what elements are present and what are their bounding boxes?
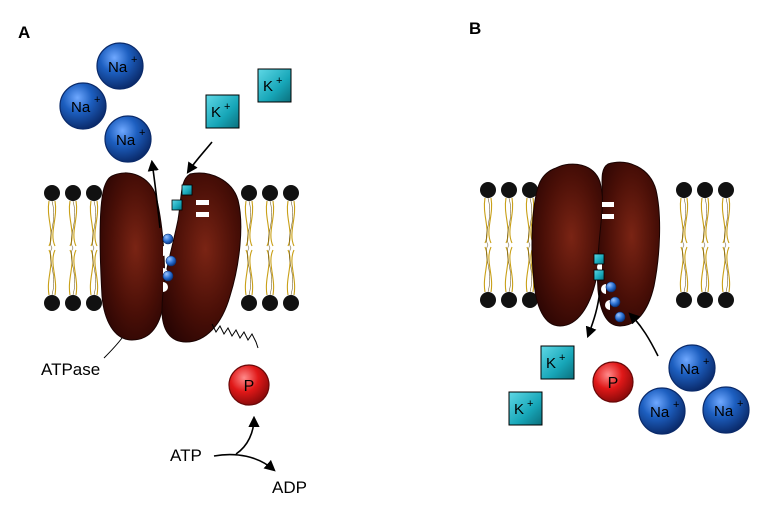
membrane-left-a xyxy=(44,185,102,311)
svg-text:+: + xyxy=(737,398,743,410)
bound-sodium-icon xyxy=(162,270,174,282)
atp-label: ATP xyxy=(170,446,202,465)
phosphate-icon: P xyxy=(592,361,634,403)
channel-ions-b xyxy=(593,253,626,323)
sodium-ion-icon: Na + xyxy=(638,387,686,435)
potassium-ion-icon: K + xyxy=(257,68,292,103)
potassium-entry-arrow xyxy=(186,141,213,174)
atpase-label: ATPase xyxy=(41,360,100,379)
svg-text:+: + xyxy=(559,352,565,364)
svg-text:+: + xyxy=(276,75,282,87)
phospholipid-icon xyxy=(283,185,299,311)
svg-text:Na: Na xyxy=(680,361,700,378)
svg-text:P: P xyxy=(244,378,255,395)
panel-b-label: B xyxy=(469,19,481,38)
membrane-left-b xyxy=(480,182,538,308)
phospholipid-icon xyxy=(86,185,102,311)
svg-text:P: P xyxy=(608,375,619,392)
svg-text:+: + xyxy=(703,356,709,368)
potassium-ion-icon: K + xyxy=(508,391,543,426)
phospholipid-icon xyxy=(718,182,734,308)
potassium-release-arrow xyxy=(585,289,601,339)
sodium-exit-arrow xyxy=(147,159,161,229)
svg-text:+: + xyxy=(224,101,230,113)
svg-text:Na: Na xyxy=(650,404,670,421)
svg-text:K: K xyxy=(514,401,524,418)
bound-sodium-icon xyxy=(609,296,621,308)
svg-text:K: K xyxy=(546,355,556,372)
svg-text:+: + xyxy=(131,54,137,66)
svg-text:Na: Na xyxy=(116,132,136,149)
channel-ions-a xyxy=(162,184,193,282)
sodium-ion-icon: Na + xyxy=(104,115,152,163)
svg-text:Na: Na xyxy=(714,403,734,420)
sodium-binding-arrow xyxy=(628,312,659,357)
atp-to-phosphate-arrow xyxy=(235,415,260,455)
phospholipid-icon xyxy=(241,185,257,311)
sodium-ion-icon: Na + xyxy=(96,42,144,90)
phospholipid-icon xyxy=(480,182,496,308)
bound-sodium-icon xyxy=(162,233,174,245)
svg-text:Na: Na xyxy=(71,99,91,116)
phospholipid-icon xyxy=(697,182,713,308)
phospholipid-icon xyxy=(676,182,692,308)
phospholipid-icon xyxy=(501,182,517,308)
phospholipid-icon xyxy=(522,182,538,308)
potassium-ion-icon: K + xyxy=(540,345,575,380)
atpase-pointer-line xyxy=(103,337,123,359)
bound-potassium-icon xyxy=(593,253,605,265)
bound-potassium-icon xyxy=(181,184,193,196)
bound-potassium-icon xyxy=(593,269,605,281)
membrane-right-a xyxy=(241,185,299,311)
sodium-ion-icon: Na + xyxy=(668,344,716,392)
phospholipid-icon xyxy=(262,185,278,311)
atpase-protein-a xyxy=(99,172,242,343)
phosphate-linker xyxy=(211,323,259,349)
panel-a-label: A xyxy=(18,23,30,42)
potassium-ion-icon: K + xyxy=(205,94,240,129)
svg-text:+: + xyxy=(673,399,679,411)
svg-text:+: + xyxy=(527,398,533,410)
atp-to-adp-arrow xyxy=(213,453,276,472)
membrane-right-b xyxy=(676,182,734,308)
sodium-ion-icon: Na + xyxy=(59,82,107,130)
bound-potassium-icon xyxy=(171,199,183,211)
sodium-ion-icon: Na + xyxy=(702,386,750,434)
phospholipid-icon xyxy=(65,185,81,311)
bound-sodium-icon xyxy=(165,255,177,267)
atpase-protein-b xyxy=(531,161,661,327)
phosphate-icon: P xyxy=(228,364,270,406)
adp-label: ADP xyxy=(272,478,307,497)
svg-text:Na: Na xyxy=(108,59,128,76)
svg-text:+: + xyxy=(139,127,145,139)
bound-sodium-icon xyxy=(605,281,617,293)
svg-text:+: + xyxy=(94,94,100,106)
svg-text:K: K xyxy=(263,78,273,95)
phospholipid-icon xyxy=(44,185,60,311)
svg-text:K: K xyxy=(211,104,221,121)
bound-sodium-icon xyxy=(614,311,626,323)
